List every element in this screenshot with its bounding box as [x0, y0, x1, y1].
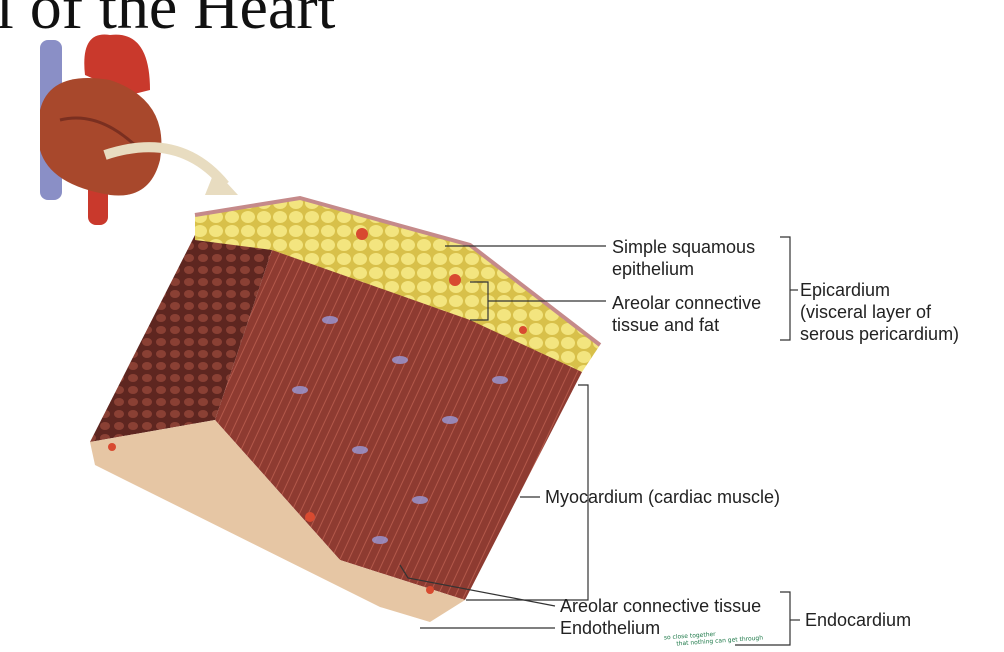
label-line: Areolar connective: [612, 293, 762, 313]
label-endocardium: Endocardium: [805, 610, 912, 630]
label-line: Simple squamous: [612, 237, 756, 257]
label-areolar-tissue: Areolar connective tissue: [560, 596, 762, 616]
label-epicardium: Epicardium (visceral layer of serous per…: [800, 279, 959, 345]
label-line: Epicardium: [800, 280, 891, 300]
myocardium-face: [215, 250, 582, 600]
slide-title: l of the Heart: [0, 0, 336, 42]
epicardium-fat-layer: [195, 198, 600, 372]
heart-icon: [40, 34, 238, 225]
endocardium-layer: [90, 420, 465, 622]
label-line: serous pericardium): [800, 324, 960, 344]
label-areolar-fat: Areolar connective tissue and fat: [612, 292, 761, 336]
label-line: epithelium: [612, 259, 695, 279]
left-cut-face: [90, 235, 272, 442]
label-myocardium: Myocardium (cardiac muscle): [545, 487, 781, 507]
label-line: tissue and fat: [612, 315, 720, 335]
label-endothelium: Endothelium: [560, 618, 661, 638]
label-simple-squamous: Simple squamous epithelium: [612, 236, 755, 280]
label-line: (visceral layer of: [800, 302, 932, 322]
